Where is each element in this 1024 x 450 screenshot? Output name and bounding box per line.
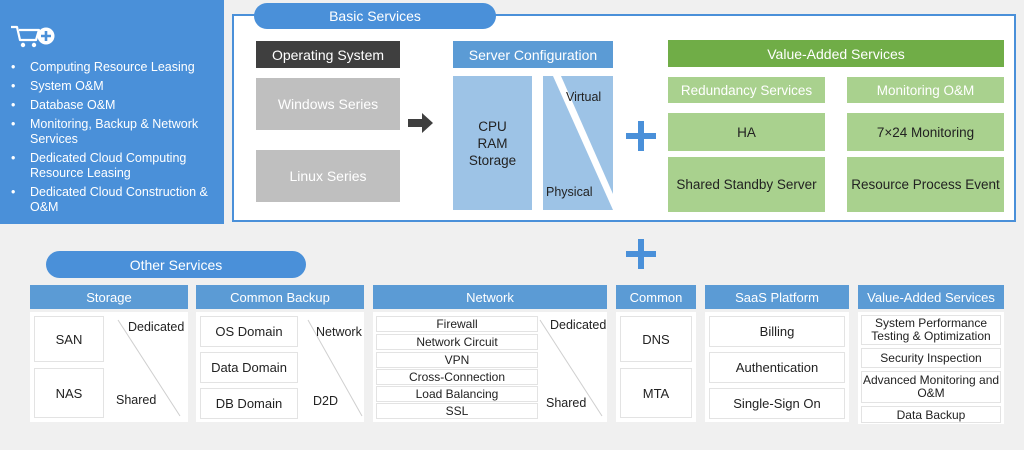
- backup-divider: [307, 319, 363, 417]
- cart-plus-icon: [11, 25, 55, 48]
- network-firewall: Firewall: [376, 316, 538, 332]
- server-specs: CPU RAM Storage: [453, 76, 532, 210]
- backup-data-domain: Data Domain: [200, 352, 298, 383]
- nas-box: NAS: [34, 368, 104, 418]
- list-item: Dedicated Cloud Computing Resource Leasi…: [8, 151, 220, 181]
- network-shared-label: Shared: [546, 396, 587, 410]
- storage-divider: [117, 319, 181, 417]
- network-cross-connection: Cross-Connection: [376, 369, 538, 385]
- virtual-label: Virtual: [566, 90, 602, 104]
- common-dns: DNS: [620, 316, 692, 362]
- vas2-advanced-monitoring: Advanced Monitoring and O&M: [861, 371, 1001, 403]
- backup-header: Common Backup: [196, 285, 364, 309]
- list-item: System O&M: [8, 79, 220, 94]
- saas-authentication: Authentication: [709, 352, 845, 383]
- event-box: Resource Process Event: [847, 157, 1004, 212]
- plus-icon: [626, 121, 656, 151]
- monitor-247-box: 7×24 Monitoring: [847, 113, 1004, 151]
- list-item: Database O&M: [8, 98, 220, 113]
- spec-cpu: CPU: [478, 118, 507, 134]
- network-divider: [539, 319, 603, 417]
- monitoring-header: Monitoring O&M: [847, 77, 1004, 103]
- list-item: Monitoring, Backup & Network Services: [8, 117, 220, 147]
- list-item: Computing Resource Leasing: [8, 60, 220, 75]
- common-header: Common: [616, 285, 696, 309]
- virtual-physical-split: [543, 76, 613, 210]
- vas2-data-backup: Data Backup: [861, 406, 1001, 423]
- network-ssl: SSL: [376, 403, 538, 419]
- spec-ram: RAM: [477, 135, 508, 151]
- saas-header: SaaS Platform: [705, 285, 849, 309]
- backup-db-domain: DB Domain: [200, 388, 298, 419]
- os-linux: Linux Series: [256, 150, 400, 202]
- basic-services-title: Basic Services: [254, 3, 496, 29]
- redundancy-header: Redundancy Services: [668, 77, 825, 103]
- network-load-balancing: Load Balancing: [376, 386, 538, 402]
- network-dedicated-label: Dedicated: [550, 318, 607, 332]
- backup-os-domain: OS Domain: [200, 316, 298, 347]
- network-vpn: VPN: [376, 352, 538, 368]
- saas-billing: Billing: [709, 316, 845, 347]
- vas2-header: Value-Added Services: [858, 285, 1004, 309]
- left-panel: Computing Resource Leasing System O&M Da…: [0, 0, 224, 224]
- network-header: Network: [373, 285, 607, 309]
- network-circuit: Network Circuit: [376, 334, 538, 350]
- os-windows: Windows Series: [256, 78, 400, 130]
- other-services-title: Other Services: [46, 251, 306, 278]
- plus-icon: [626, 239, 656, 269]
- vas-header: Value-Added Services: [668, 40, 1004, 67]
- common-mta: MTA: [620, 368, 692, 418]
- left-panel-list: Computing Resource Leasing System O&M Da…: [8, 60, 220, 219]
- standby-box: Shared Standby Server: [668, 157, 825, 212]
- list-item: Dedicated Cloud Construction & O&M: [8, 185, 220, 215]
- storage-dedicated-label: Dedicated: [128, 320, 185, 334]
- vas2-performance: System Performance Testing & Optimizatio…: [861, 315, 1001, 345]
- backup-network-label: Network: [316, 325, 362, 339]
- server-config-header: Server Configuration: [453, 41, 613, 68]
- saas-sso: Single-Sign On: [709, 388, 845, 419]
- physical-label: Physical: [546, 185, 593, 199]
- ha-box: HA: [668, 113, 825, 151]
- vas2-security: Security Inspection: [861, 348, 1001, 368]
- os-header: Operating System: [256, 41, 400, 68]
- storage-header: Storage: [30, 285, 188, 309]
- arrow-right-icon: [408, 113, 433, 133]
- storage-shared-label: Shared: [116, 393, 157, 407]
- spec-storage: Storage: [468, 152, 517, 168]
- backup-d2d-label: D2D: [313, 394, 339, 408]
- san-box: SAN: [34, 316, 104, 362]
